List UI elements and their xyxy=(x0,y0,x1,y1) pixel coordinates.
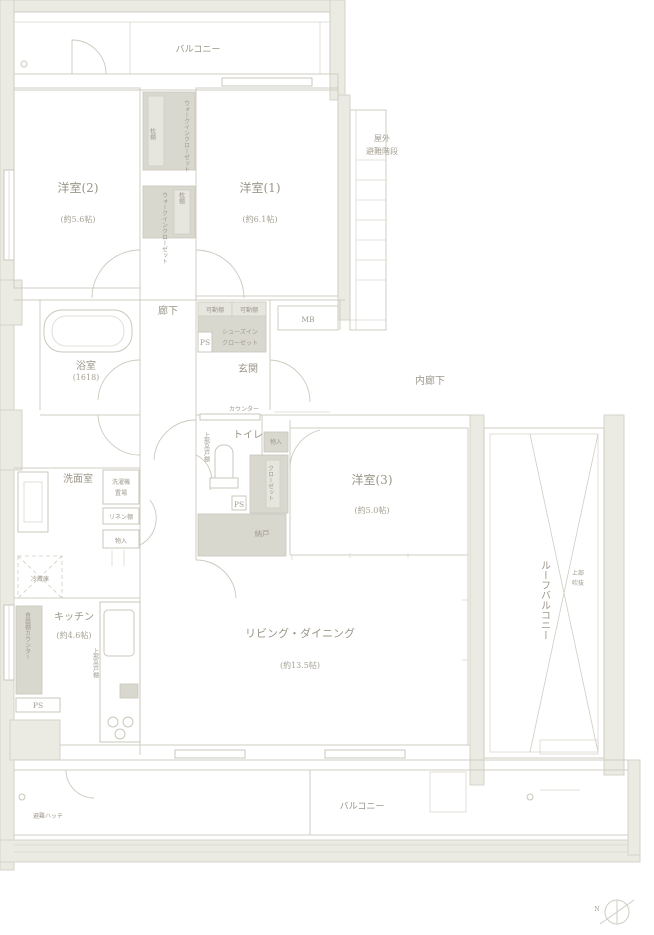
kitchen-cabinet-label: 上部吊戸棚 xyxy=(92,647,99,679)
storage-in-1-label: 物入 xyxy=(270,438,282,446)
outdoor-stairs-label-1: 屋外 xyxy=(374,133,390,143)
outdoor-stairs xyxy=(349,109,387,331)
shoes-closet-label-1: シューズイン xyxy=(222,328,258,336)
ps-1-label: PS xyxy=(200,338,210,347)
western1-label: 洋室(1) xyxy=(240,180,281,195)
toilet-fixtures xyxy=(209,444,247,511)
nando-box xyxy=(197,513,287,557)
kitchen-fixtures xyxy=(15,601,141,743)
shoes-closet xyxy=(197,301,267,353)
outer-walls xyxy=(0,0,641,871)
washroom-label: 洗面室 xyxy=(63,472,93,485)
mb-label: MB xyxy=(301,315,315,324)
balcony-bottom-label: バルコニー xyxy=(340,801,385,812)
counter-label: カウンター xyxy=(229,405,259,413)
closet-3-label: クローゼット xyxy=(267,465,274,501)
washing-machine-label-1: 洗濯機 xyxy=(112,478,130,486)
balcony-top xyxy=(13,11,331,75)
washroom-fixtures xyxy=(17,469,140,566)
nando-label: 納戸 xyxy=(255,528,270,538)
balcony-bottom xyxy=(14,771,628,853)
void-above-label-2: 吹抜 xyxy=(572,579,584,587)
inner-corridor-label: 内廊下 xyxy=(415,374,445,387)
windows-bottom xyxy=(174,77,406,759)
hallway-label: 廊下 xyxy=(158,304,178,317)
ps-2-label: PS xyxy=(234,500,244,509)
movable-shelf-1-label: 可動棚 xyxy=(206,306,224,314)
western1-size: (約6.1帖) xyxy=(243,214,278,224)
roof-balcony xyxy=(483,427,605,759)
walkin-closet-1-label: ウォークインクローゼット xyxy=(183,100,190,172)
linen-shelf-label: リネン棚 xyxy=(109,513,133,521)
walkin-closet-2-label: ウォークインクローゼット xyxy=(161,192,168,264)
outdoor-stairs-label-2: 避難階段 xyxy=(366,146,398,156)
counter-box xyxy=(199,413,261,421)
sliding-panel-marks xyxy=(291,553,468,661)
western2-label: 洋室(2) xyxy=(58,180,99,195)
fridge-label: 冷蔵庫 xyxy=(31,575,49,583)
ps-3-label: PS xyxy=(33,701,43,710)
entrance-label: 玄関 xyxy=(238,362,258,375)
balcony-top-label: バルコニー xyxy=(176,44,221,55)
western3-size: (約5.0帖) xyxy=(355,505,390,515)
interior-walls xyxy=(13,73,628,836)
kitchen-label: キッチン xyxy=(54,611,94,623)
closet-3 xyxy=(249,431,289,514)
shoes-closet-label-2: クローゼット xyxy=(222,339,258,347)
living-dining-size: (約13.5帖) xyxy=(280,660,320,670)
storage-in-2-label: 物入 xyxy=(115,537,127,545)
bathroom-size: (1618) xyxy=(73,373,100,382)
shelf-2-label: 枕棚 xyxy=(178,191,185,205)
compass-label: N xyxy=(594,906,599,913)
bathroom-fixtures xyxy=(43,309,133,353)
walkin-closets xyxy=(142,91,196,239)
shelf-1-label: 枕棚 xyxy=(149,127,156,141)
mb-box xyxy=(277,305,339,331)
toilet-cabinet-label: 上部吊戸棚 xyxy=(203,431,210,463)
movable-shelf-2-label: 可動棚 xyxy=(240,306,258,314)
western2-size: (約5.6帖) xyxy=(61,214,96,224)
living-dining-label: リビング・ダイニング xyxy=(245,626,355,640)
western3-label: 洋室(3) xyxy=(352,472,393,487)
windows-left xyxy=(3,169,15,681)
evacuation-hatch-label: 避難ハッチ xyxy=(33,812,63,820)
compass-icon xyxy=(599,899,635,925)
fridge-box xyxy=(17,555,63,599)
washing-machine-label-2: 置場 xyxy=(115,489,127,497)
kitchen-size: (約4.6帖) xyxy=(57,630,92,640)
roof-balcony-label: ルーフバルコニー xyxy=(539,560,551,640)
cupboard-counter-label: 食器棚カウンター xyxy=(24,611,31,660)
void-above-label-1: 上部 xyxy=(572,569,584,577)
door-swings xyxy=(65,39,321,799)
toilet-label: トイレ xyxy=(233,430,263,441)
bathroom-label: 浴室 xyxy=(76,359,96,372)
